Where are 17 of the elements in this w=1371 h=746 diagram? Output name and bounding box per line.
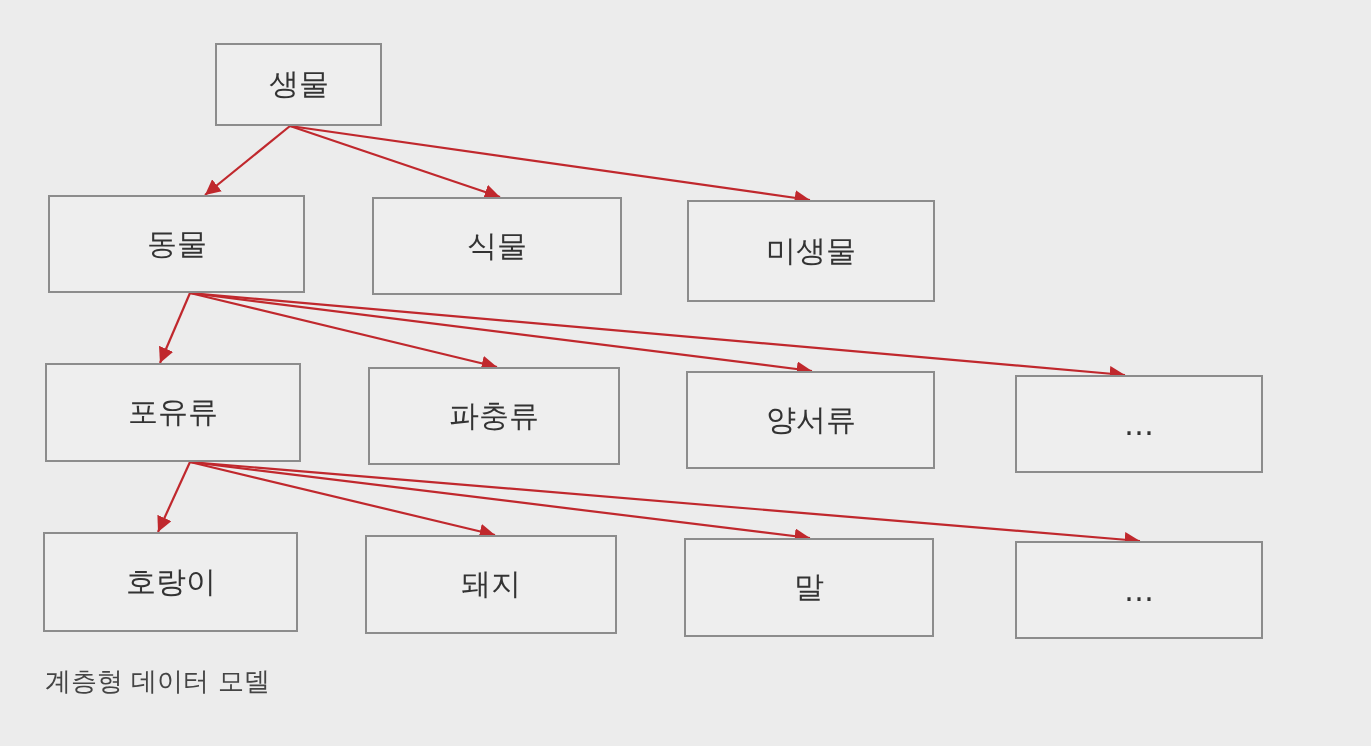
- arrow: [159, 292, 191, 364]
- arrow: [289, 124, 501, 200]
- category-box: 식물: [372, 197, 622, 295]
- category-box: 양서류: [686, 371, 935, 469]
- category-box: 호랑이: [43, 532, 298, 632]
- category-box: 파충류: [368, 367, 620, 465]
- category-box: 말: [684, 538, 934, 637]
- category-box: 돼지: [365, 535, 617, 634]
- category-box: …: [1015, 375, 1263, 473]
- category-box: 포유류: [45, 363, 301, 462]
- caption: 계층형 데이터 모델: [45, 665, 270, 698]
- arrow: [157, 461, 191, 533]
- arrow: [204, 125, 291, 196]
- category-box: 동물: [48, 195, 305, 293]
- category-box: …: [1015, 541, 1263, 639]
- category-box: 생물: [215, 43, 382, 126]
- category-box: 미생물: [687, 200, 935, 302]
